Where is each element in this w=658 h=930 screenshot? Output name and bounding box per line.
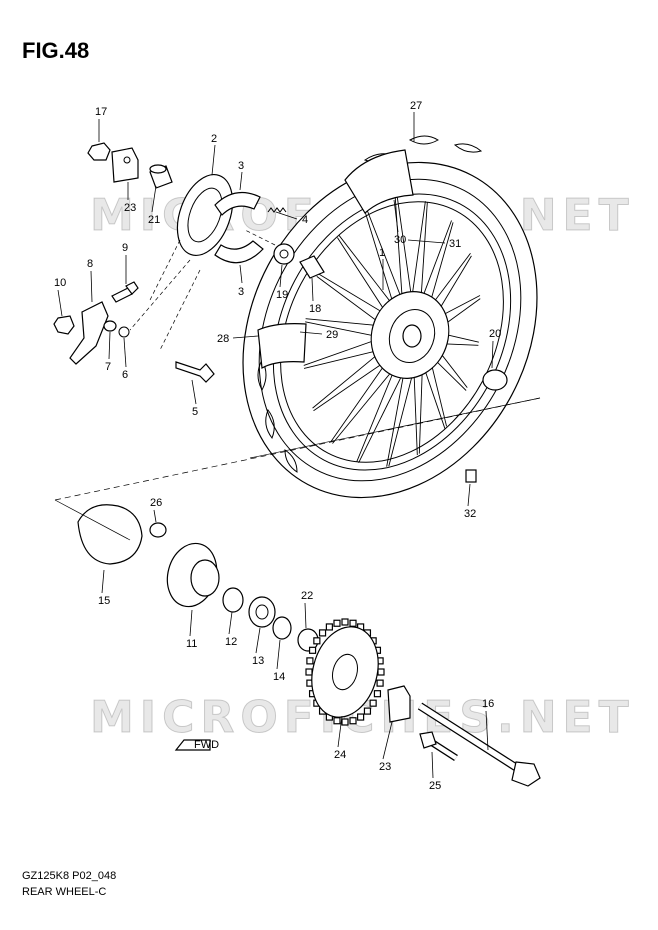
sprocket-tooth (325, 623, 333, 631)
sprocket-tooth (306, 657, 314, 665)
callout-2: 2 (211, 133, 217, 145)
sprocket-tooth (318, 629, 327, 637)
callout-17: 17 (95, 106, 107, 118)
callout-27: 27 (410, 100, 422, 112)
callout-24: 24 (334, 749, 346, 761)
callout-32: 32 (464, 508, 476, 520)
callout-14: 14 (273, 671, 285, 683)
callout-22: 22 (301, 590, 313, 602)
callout-4: 4 (302, 214, 308, 226)
callout-10: 10 (54, 277, 66, 289)
leader-lines (57, 112, 494, 779)
drawing-caption: REAR WHEEL-C (22, 886, 107, 898)
drawing-code: GZ125K8 P02_048 (22, 870, 117, 882)
callout-21: 21 (148, 214, 160, 226)
sprocket-tooth (305, 668, 313, 676)
sprocket-tooth (357, 713, 365, 721)
callout-15: 15 (98, 595, 110, 607)
callout-1: 1 (379, 247, 385, 259)
callout-3: 3 (238, 160, 244, 172)
callout-7: 7 (105, 361, 111, 373)
brake-assembly-drawing (53, 142, 325, 383)
fwd-arrow-label: FWD (194, 739, 219, 751)
callout-13: 13 (252, 655, 264, 667)
sprocket-tooth (377, 668, 385, 676)
callout-25: 25 (429, 780, 441, 792)
sprocket-tooth (349, 717, 357, 725)
sprocket-tooth (369, 699, 377, 707)
callout-19: 19 (276, 289, 288, 301)
spokes (303, 197, 481, 467)
callout-31: 31 (449, 238, 461, 250)
sprocket-tooth (341, 718, 349, 726)
sprocket-tooth (363, 707, 372, 715)
callout-8: 8 (87, 258, 93, 270)
rear-wheel-drawing (242, 135, 538, 499)
callout-9: 9 (122, 242, 128, 254)
sprocket-tooth (341, 618, 349, 626)
callout-29: 29 (326, 329, 338, 341)
callout-30: 30 (394, 234, 406, 246)
sprocket-tooth (373, 690, 382, 698)
callout-18: 18 (309, 303, 321, 315)
callout-20: 20 (489, 328, 501, 340)
callout-28: 28 (217, 333, 229, 345)
callout-12: 12 (225, 636, 237, 648)
callout-5: 5 (192, 406, 198, 418)
sprocket-tooth (376, 679, 384, 687)
callout-11: 11 (186, 638, 197, 650)
hub-group-drawing (54, 397, 541, 787)
callout-26: 26 (150, 497, 162, 509)
callout-16: 16 (482, 698, 494, 710)
callout-23: 23 (124, 202, 136, 214)
sprocket-tooth (333, 717, 341, 725)
callout-6: 6 (122, 369, 128, 381)
figure-title: FIG.48 (22, 38, 90, 63)
sprocket-tooth (349, 619, 357, 627)
sprocket-tooth (308, 646, 317, 654)
sprocket-tooth (333, 619, 341, 627)
callout-3b: 3 (238, 286, 244, 298)
sprocket-tooth (313, 637, 321, 645)
callout-23b: 23 (379, 761, 391, 773)
callouts: 1 2 3 3 4 5 6 7 8 9 10 11 12 13 14 15 16… (54, 100, 501, 792)
